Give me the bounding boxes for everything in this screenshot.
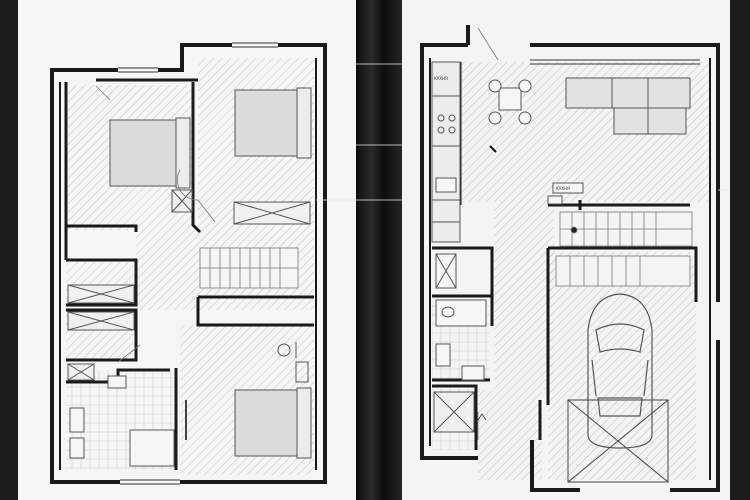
hall-floor: [494, 200, 554, 390]
wc-fixtures: [435, 253, 487, 381]
upper-door-swings: [95, 85, 216, 440]
upper-inner-walls: [64, 78, 314, 470]
upper-bathroom-fixtures: [69, 375, 175, 467]
garage-door-zone: [567, 399, 669, 483]
desk-chair: [277, 342, 309, 383]
ground-floor-plan: КУХНЯ КУХНЯ: [420, 25, 720, 492]
upper-outer-walls: [50, 43, 327, 484]
ground-door-swings: [477, 27, 499, 440]
tv-console-label: КУХНЯ: [556, 186, 570, 191]
garage-floor: [548, 252, 696, 480]
ground-front-window: [530, 59, 700, 65]
storage-cabinet: [433, 391, 475, 433]
ground-outer-walls: [420, 25, 720, 492]
car: [587, 293, 653, 449]
tv-console: [547, 182, 584, 205]
sofa: [565, 77, 691, 135]
upper-windows: [118, 42, 278, 485]
kitchen-label: КУХНЯ: [434, 76, 448, 81]
dimension-lines: [316, 63, 730, 201]
paper-fold-shadow: [356, 0, 402, 500]
upper-wardrobes: [67, 189, 311, 381]
bed-1: [109, 117, 191, 189]
upper-floor-plan: [50, 42, 327, 485]
bed-3: [234, 387, 312, 459]
dining-table: [488, 79, 532, 125]
kitchen-counter: [431, 61, 461, 243]
ground-stair: [555, 211, 693, 287]
bed-2: [234, 87, 312, 159]
upper-stair: [199, 247, 299, 289]
